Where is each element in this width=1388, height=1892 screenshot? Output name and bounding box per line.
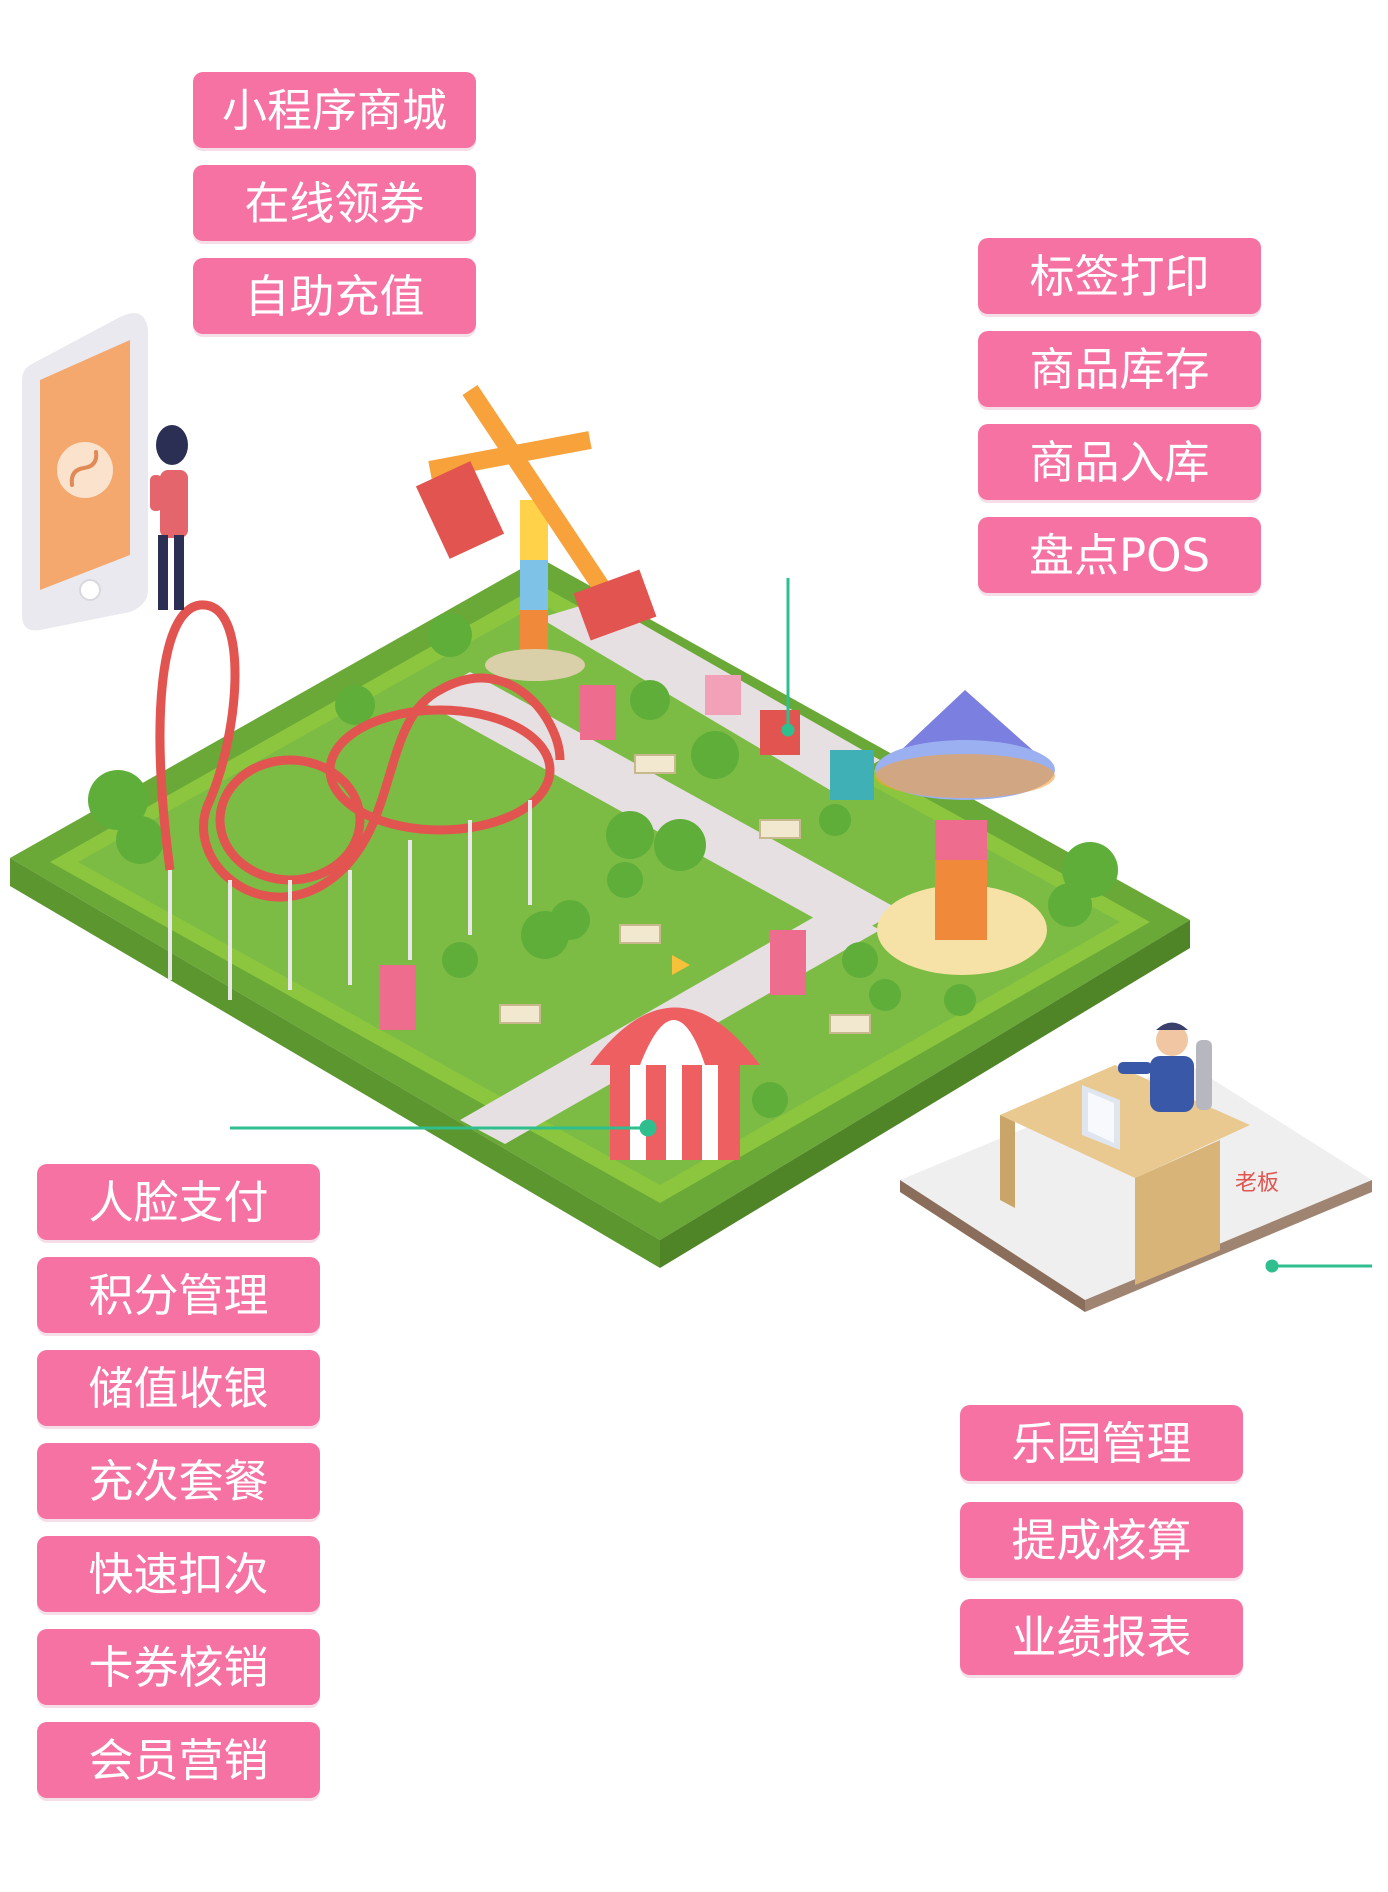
tag-label: 标签打印 [1029, 249, 1210, 303]
tag-commission-accounting[interactable]: 提成核算 [960, 1502, 1243, 1578]
tag-mini-program-mall[interactable]: 小程序商城 [193, 72, 476, 148]
tag-inventory[interactable]: 商品库存 [978, 331, 1261, 407]
tag-label: 卡券核销 [88, 1640, 269, 1694]
swing-carousel [875, 690, 1055, 975]
boss-label: 老板 [1235, 1171, 1279, 1196]
tag-label: 在线领券 [244, 176, 425, 230]
kiosks [380, 675, 874, 1030]
tag-online-coupon[interactable]: 在线领券 [193, 165, 476, 241]
tag-face-payment[interactable]: 人脸支付 [37, 1164, 320, 1240]
tag-label: 小程序商城 [221, 83, 447, 137]
tag-stored-value-cashier[interactable]: 储值收银 [37, 1350, 320, 1426]
mini-program-icon [57, 442, 113, 498]
tag-quick-deduct[interactable]: 快速扣次 [37, 1536, 320, 1612]
tag-visit-package[interactable]: 充次套餐 [37, 1443, 320, 1519]
tag-label: 自助充值 [244, 269, 425, 323]
roller-coaster-supports [168, 800, 532, 1000]
tag-label: 人脸支付 [88, 1175, 269, 1229]
pendulum-ride [415, 385, 657, 681]
tag-label: 积分管理 [88, 1268, 269, 1322]
trees [88, 613, 1118, 1118]
tag-points-management[interactable]: 积分管理 [37, 1257, 320, 1333]
boss-figure [1118, 1022, 1212, 1112]
desk [1000, 1065, 1250, 1285]
tag-performance-report[interactable]: 业绩报表 [960, 1599, 1243, 1675]
tag-label: 商品库存 [1029, 342, 1210, 396]
benches [499, 754, 871, 1034]
tag-park-management[interactable]: 乐园管理 [960, 1405, 1243, 1481]
tag-label: 充次套餐 [88, 1454, 269, 1508]
customer-figure [150, 425, 188, 610]
computer-monitor-icon [1082, 1085, 1120, 1150]
tag-label: 快速扣次 [88, 1547, 269, 1601]
tag-label: 乐园管理 [1011, 1416, 1192, 1470]
tag-coupon-redemption[interactable]: 卡券核销 [37, 1629, 320, 1705]
tag-label: 盘点POS [1028, 528, 1211, 582]
tag-label: 储值收银 [88, 1361, 269, 1415]
tag-stocktake-pos[interactable]: 盘点POS [978, 517, 1261, 593]
circus-tent [590, 955, 760, 1160]
tag-label-printing[interactable]: 标签打印 [978, 238, 1261, 314]
tag-label: 会员营销 [88, 1733, 269, 1787]
tag-stock-in[interactable]: 商品入库 [978, 424, 1261, 500]
boss-office: 老板 [900, 1022, 1372, 1312]
connector-lines [230, 578, 1372, 1273]
tag-label: 商品入库 [1029, 435, 1210, 489]
tag-label: 提成核算 [1011, 1513, 1192, 1567]
tag-self-recharge[interactable]: 自助充值 [193, 258, 476, 334]
tag-member-marketing[interactable]: 会员营销 [37, 1722, 320, 1798]
tag-label: 业绩报表 [1011, 1610, 1192, 1664]
